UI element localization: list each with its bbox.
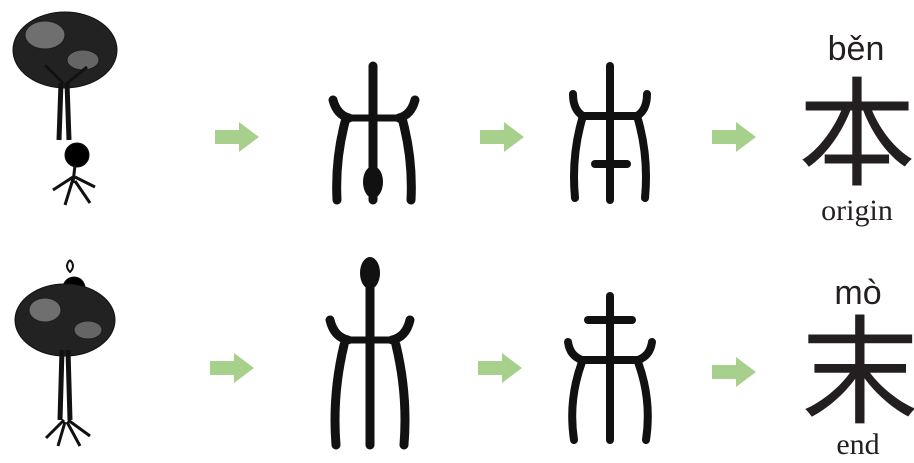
arrow-right-icon: [478, 353, 522, 383]
arrow-right-icon: [210, 353, 254, 383]
arrow-right-icon: [712, 122, 756, 152]
seal-form-mo: [560, 290, 660, 450]
meaning-ben: origin: [797, 196, 914, 226]
arrow-right-icon: [480, 122, 524, 152]
character-ben: 本: [792, 76, 914, 194]
oracle-form-ben: [325, 60, 425, 210]
arrow-right-icon: [712, 357, 756, 387]
pinyin-ben: běn: [806, 32, 906, 66]
meaning-mo: end: [798, 430, 914, 460]
arrow-right-icon: [215, 122, 259, 152]
tree-top-drawing: [10, 250, 125, 450]
seal-form-ben: [565, 60, 655, 210]
character-mo: 末: [795, 314, 914, 432]
oracle-form-mo: [320, 245, 420, 455]
tree-root-drawing: [5, 5, 125, 210]
